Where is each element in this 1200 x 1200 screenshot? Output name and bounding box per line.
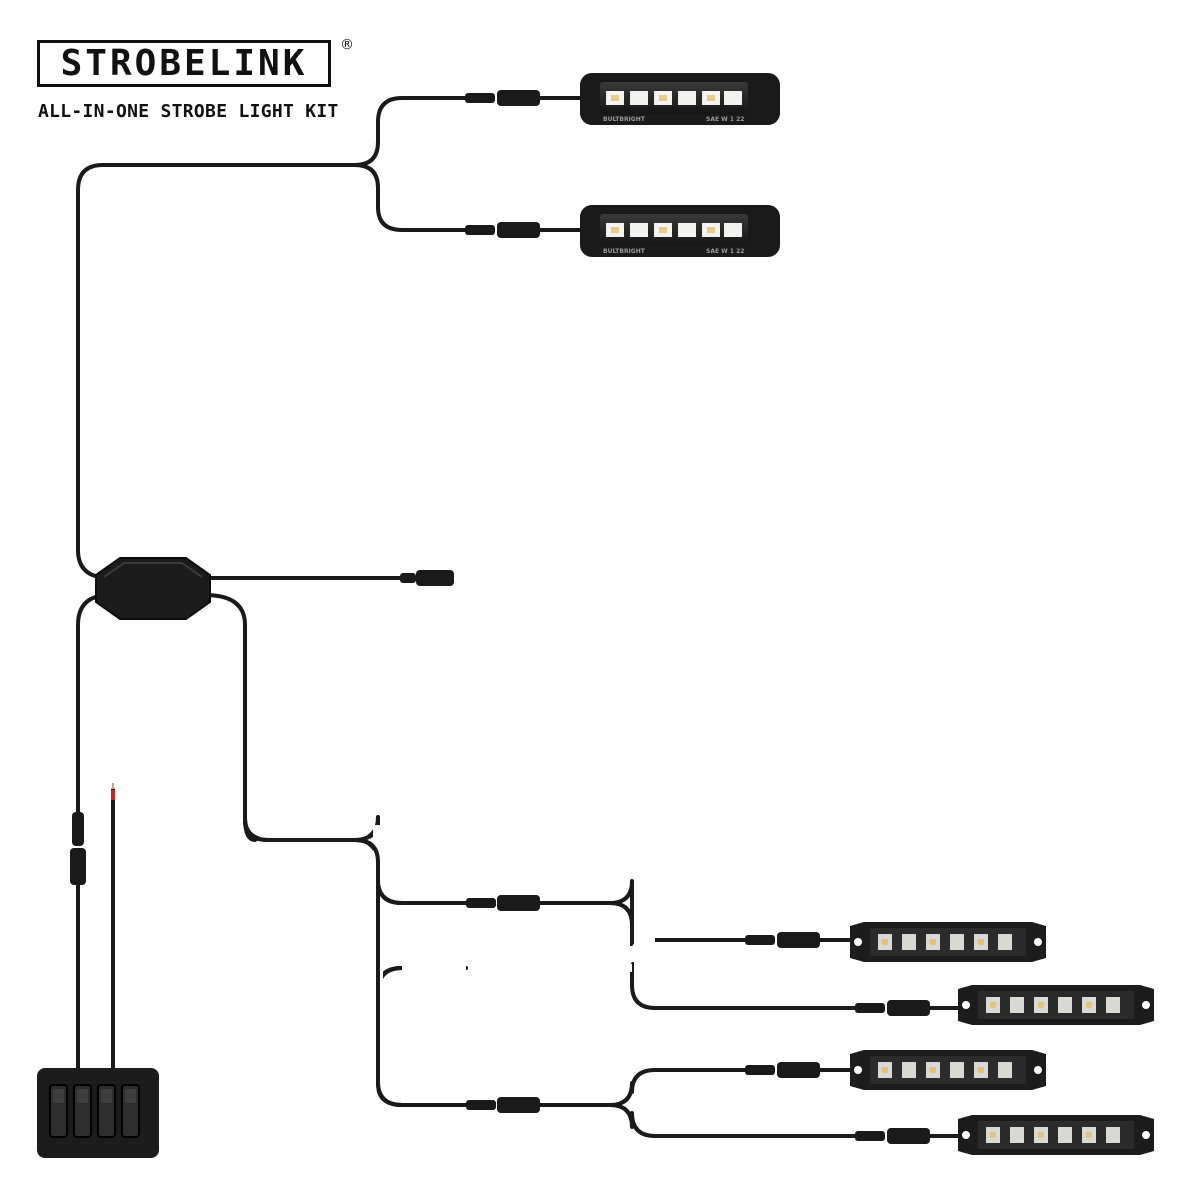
connector-aux-output xyxy=(400,570,454,586)
control-module xyxy=(95,557,211,620)
lamp-maker-label: BULTBRIGHT xyxy=(603,248,646,255)
cable-lower-split xyxy=(243,623,468,1107)
cable-trunk-arms xyxy=(243,818,404,1085)
connectors xyxy=(70,90,930,1144)
strobe-bar-2 xyxy=(958,985,1154,1025)
cable-mask-2 xyxy=(373,870,466,1000)
switch-rocker-1 xyxy=(49,1084,68,1138)
registered-mark: ® xyxy=(340,37,354,53)
connector-bar-2 xyxy=(855,1000,930,1016)
connector-lower-1 xyxy=(466,895,540,911)
connector-lower-2 xyxy=(466,1097,540,1113)
cable-lower-arm xyxy=(376,1081,404,1107)
cable-top-branch-2 xyxy=(353,163,467,232)
strobe-head-top: BULTBRIGHT SAE W 1 22 xyxy=(580,73,780,125)
connector-top-2 xyxy=(465,222,540,238)
cable-to-switch xyxy=(76,593,112,814)
lamp-rating-label: SAE W 1 22 xyxy=(706,248,744,255)
switch-rocker-2 xyxy=(73,1084,92,1138)
switch-panel xyxy=(37,1068,159,1158)
switch-rocker-4 xyxy=(121,1084,140,1138)
connector-top-1 xyxy=(465,90,540,106)
brand-name: STROBELINK xyxy=(60,42,308,84)
connector-bar-1 xyxy=(745,932,820,948)
strobe-bar-1 xyxy=(850,922,1046,962)
brand-logo: STROBELINK xyxy=(37,40,331,87)
connector-switch-lead xyxy=(70,812,86,885)
connector-bar-4 xyxy=(855,1128,930,1144)
cable-top-trunk xyxy=(76,96,467,580)
lamp-maker-label: BULTBRIGHT xyxy=(603,116,646,123)
connector-bar-3 xyxy=(745,1062,820,1078)
lamp-rating-label: SAE W 1 22 xyxy=(706,116,744,123)
strobe-bar-3 xyxy=(850,1050,1046,1090)
cable-lower-trunk-clean xyxy=(352,816,468,1107)
strobe-bar-4 xyxy=(958,1115,1154,1155)
strobe-head-bottom: BULTBRIGHT SAE W 1 22 xyxy=(580,205,780,257)
switch-rocker-3 xyxy=(97,1084,116,1138)
cable-mask-3 xyxy=(260,800,383,1090)
product-tagline: ALL-IN-ONE STROBE LIGHT KIT xyxy=(38,101,339,122)
